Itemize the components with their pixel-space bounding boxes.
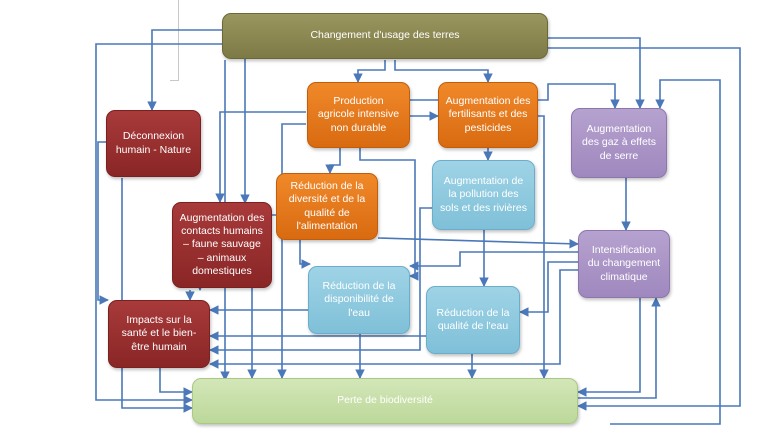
node-intensive-agriculture: Production agricole intensive non durabl…	[307, 82, 410, 148]
arrow-agri-disp	[359, 148, 419, 281]
node-climate-change: Intensification du changement climatique	[578, 230, 670, 298]
arrow-agri-food	[325, 148, 341, 174]
arrow-biodiv-up	[610, 79, 721, 425]
node-soil-river-pollution: Augmentation de la pollution des sols et…	[432, 160, 535, 230]
node-human-nature-disconnect: Déconnexion humain - Nature	[106, 110, 201, 177]
arrow-agri-contacts	[215, 111, 306, 203]
arrow-fertil-biodiv	[538, 115, 549, 379]
node-wildlife-contacts: Augmentation des contacts humains – faun…	[172, 202, 272, 288]
arrow-disc-health	[97, 141, 109, 305]
arrow-poll-health	[209, 207, 432, 355]
arrow-land-ghg	[548, 37, 645, 109]
arrow-clim-disp	[409, 251, 578, 271]
node-health-impacts: Impacts sur la santé et le bien-être hum…	[108, 300, 210, 368]
corner-mark	[170, 0, 179, 81]
node-water-availability: Réduction de la disponibilité de l'eau	[308, 266, 410, 334]
arrow-land-fertil	[394, 60, 493, 83]
arrow-land-disconnect	[147, 29, 224, 111]
arrow-food-climate	[377, 237, 579, 249]
arrow-clim-qual	[519, 261, 578, 317]
node-water-quality: Réduction de la qualité de l'eau	[426, 286, 520, 354]
arrow-land-right	[548, 47, 741, 411]
arrow-food-disp	[299, 240, 311, 269]
arrow-land-contacts	[224, 35, 250, 204]
node-land-use: Changement d'usage des terres	[222, 13, 548, 59]
arrow-land-agri	[353, 60, 386, 83]
arrow-clim-biodiv	[577, 298, 641, 397]
node-greenhouse-gases: Augmentation des gaz à effets de serre	[571, 108, 667, 178]
node-food-quality: Réduction de la diversité et de la quali…	[276, 173, 378, 240]
node-fertilizers-pesticides: Augmentation des fertilisants et des pes…	[438, 82, 538, 148]
arrow-biodiv-climate	[578, 297, 661, 399]
arrow-disconnect-biodiv	[121, 178, 193, 413]
arrow-agri-biodiv	[277, 123, 306, 379]
arrow-clim-health	[209, 269, 578, 369]
arrow-health-biodiv	[159, 368, 193, 397]
arrow-land-left	[95, 43, 224, 405]
node-biodiversity-loss: Perte de biodiversité	[192, 378, 578, 424]
